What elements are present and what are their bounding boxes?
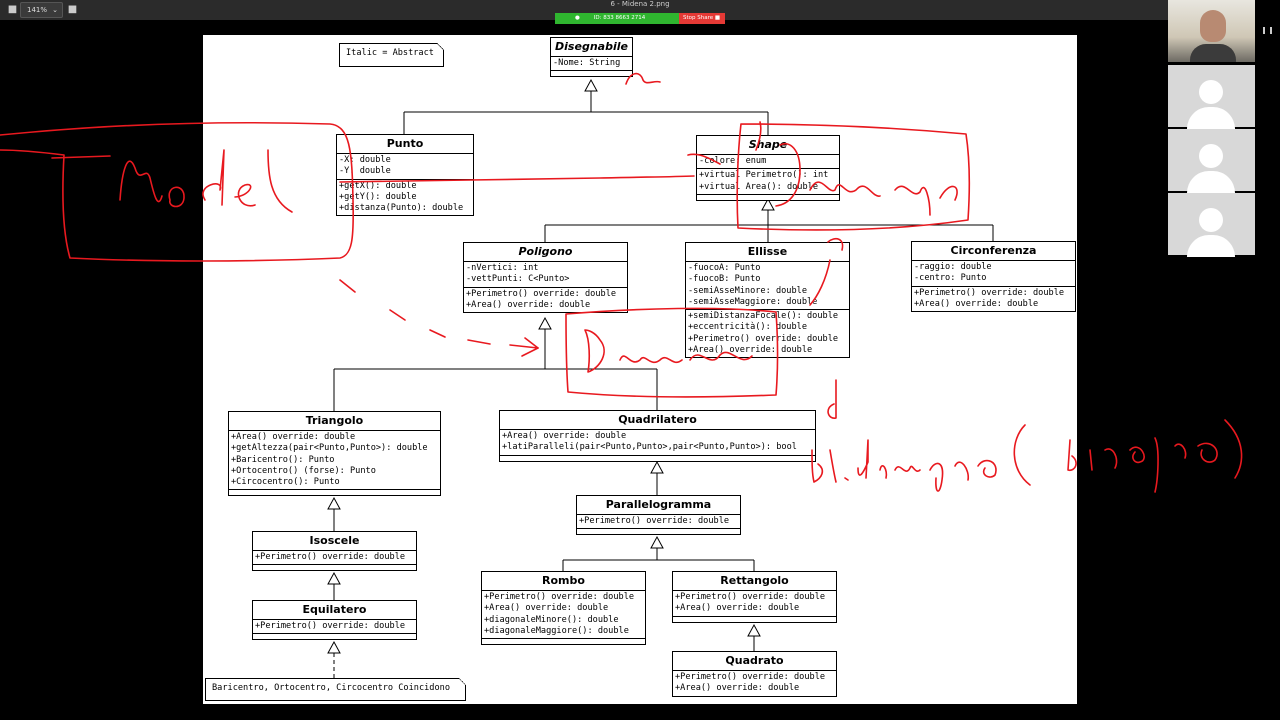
class-ellisse: Ellisse -fuocoA: Punto -fuocoB: Punto -s…	[685, 242, 850, 359]
method: +Area() override: double	[688, 345, 813, 356]
method: +Perimetro() override: double	[466, 288, 617, 299]
method: +eccentricità(): double	[688, 322, 807, 333]
method: +Perimetro() override: double	[914, 287, 1065, 298]
method: +latiParalleli(pair<Punto,Punto>,pair<Pu…	[502, 442, 797, 453]
attr: -Nome: String	[553, 58, 621, 68]
class-title: Shape	[697, 136, 839, 155]
class-title: Poligono	[464, 243, 627, 262]
method: +Area() override: double	[675, 603, 800, 614]
class-circonferenza: Circonferenza -raggio: double -centro: P…	[911, 241, 1076, 313]
method: +Area() override: double	[466, 299, 591, 310]
bottom-note: Baricentro, Ortocentro, Circocentro Coin…	[205, 678, 466, 701]
class-title: Circonferenza	[912, 242, 1075, 261]
method: +virtual Area(): double	[699, 181, 818, 192]
class-equilatero: Equilatero +Perimetro() override: double	[252, 600, 417, 641]
class-triangolo: Triangolo +Area() override: double +getA…	[228, 411, 441, 497]
user-avatar-icon	[1187, 80, 1235, 129]
class-title: Rombo	[482, 572, 645, 591]
viewer-toolbar: ■ 141% ⌄ ■	[0, 0, 1168, 20]
class-title: Parallelogramma	[577, 496, 740, 515]
user-avatar-icon	[1187, 144, 1235, 193]
class-title: Quadrilatero	[500, 411, 815, 430]
method: +Area() override: double	[502, 431, 627, 441]
participant-tile[interactable]	[1168, 65, 1255, 129]
class-title: Rettangolo	[673, 572, 836, 591]
class-quadrilatero: Quadrilatero +Area() override: double +l…	[499, 410, 816, 462]
class-disegnabile: Disegnabile -Nome: String	[550, 37, 633, 78]
chevron-down-icon: ⌄	[52, 6, 58, 14]
method: +distanza(Punto): double	[339, 203, 464, 214]
shield-icon: ●	[575, 15, 580, 21]
user-avatar-icon	[1187, 208, 1235, 257]
method: +getX(): double	[339, 180, 417, 191]
class-shape: Shape -colore: enum +virtual Perimetro()…	[696, 135, 840, 201]
method: +Area() override: double	[675, 683, 800, 694]
attr: -vettPunti: C<Punto>	[466, 274, 570, 285]
share-bar: ● ID: 833 8663 2714 Stop Share ■	[555, 13, 725, 24]
method: +Perimetro() override: double	[579, 516, 730, 526]
method: +Area() override: double	[231, 432, 356, 442]
attr: -nVertici: int	[466, 263, 539, 273]
participant-video[interactable]	[1168, 0, 1255, 62]
participant-tile[interactable]	[1168, 129, 1255, 193]
method: +semiDistanzaFocale(): double	[688, 311, 839, 322]
class-poligono: Poligono -nVertici: int -vettPunti: C<Pu…	[463, 242, 628, 314]
participant-face	[1200, 10, 1226, 42]
share-id: ID: 833 8663 2714	[593, 15, 646, 21]
class-quadrato: Quadrato +Perimetro() override: double +…	[672, 651, 837, 697]
class-title: Isoscele	[253, 532, 416, 551]
method: +getY(): double	[339, 191, 417, 202]
method: +Perimetro() override: double	[675, 672, 826, 682]
participants-panel	[1168, 0, 1280, 258]
stop-share-label: Stop Share	[683, 15, 714, 21]
method: +Perimetro() override: double	[484, 592, 635, 602]
class-title: Punto	[337, 135, 473, 154]
class-rettangolo: Rettangolo +Perimetro() override: double…	[672, 571, 837, 623]
class-parallelogramma: Parallelogramma +Perimetro() override: d…	[576, 495, 741, 536]
class-title: Triangolo	[229, 412, 440, 431]
attr: -semiAsseMaggiore: double	[688, 296, 818, 307]
stop-share-button[interactable]: Stop Share ■	[679, 13, 725, 24]
method: +Area() override: double	[914, 298, 1039, 309]
zoom-select[interactable]: 141% ⌄	[20, 2, 63, 18]
share-status: ● ID: 833 8663 2714	[555, 13, 679, 24]
participant-tile[interactable]	[1168, 193, 1255, 257]
attr: -fuocoB: Punto	[688, 274, 761, 285]
attr: -colore: enum	[699, 156, 767, 166]
class-isoscele: Isoscele +Perimetro() override: double	[252, 531, 417, 572]
class-punto: Punto -X: double -Y: double +getX(): dou…	[336, 134, 474, 217]
method: +Perimetro() override: double	[675, 592, 826, 602]
method: +getAltezza(pair<Punto,Punto>): double	[231, 443, 428, 454]
method: +Area() override: double	[484, 603, 609, 614]
attr: -raggio: double	[914, 262, 992, 272]
scroll-handle[interactable]	[1257, 0, 1279, 62]
attr: -Y: double	[339, 166, 391, 177]
class-title: Disegnabile	[551, 38, 632, 57]
legend-note: Italic = Abstract	[339, 43, 444, 67]
method: +Baricentro(): Punto	[231, 454, 335, 465]
method: +Perimetro() override: double	[255, 621, 406, 631]
plus-icon[interactable]: ■	[67, 4, 78, 15]
method: +virtual Perimetro(): int	[699, 170, 829, 181]
zoom-value: 141%	[27, 6, 48, 14]
class-rombo: Rombo +Perimetro() override: double +Are…	[481, 571, 646, 646]
participant-body	[1190, 44, 1236, 62]
class-title: Ellisse	[686, 243, 849, 262]
minus-icon[interactable]: ■	[7, 4, 18, 15]
attr: -semiAsseMinore: double	[688, 285, 807, 296]
method: +diagonaleMaggiore(): double	[484, 625, 629, 636]
method: +Perimetro() override: double	[688, 333, 839, 344]
method: +diagonaleMinore(): double	[484, 614, 619, 625]
method: +Circocentro(): Punto	[231, 477, 340, 488]
class-title: Equilatero	[253, 601, 416, 620]
method: +Perimetro() override: double	[255, 552, 406, 562]
attr: -X: double	[339, 155, 391, 165]
attr: -centro: Punto	[914, 273, 987, 284]
method: +Ortocentro() (forse): Punto	[231, 465, 376, 476]
class-title: Quadrato	[673, 652, 836, 671]
attr: -fuocoA: Punto	[688, 263, 761, 273]
